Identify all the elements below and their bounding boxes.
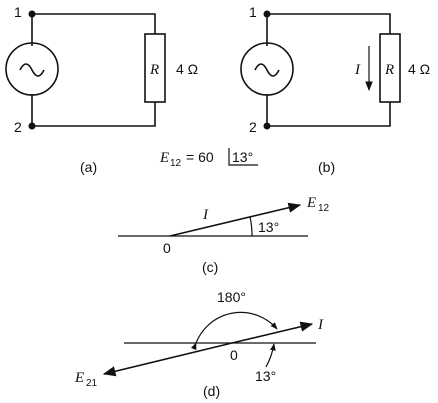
terminal-1-label-a: 1 (14, 4, 22, 20)
phasor-i-d (231, 321, 314, 344)
equation-angle: 13° (232, 149, 253, 165)
resistor-value-a: 4 Ω (176, 61, 198, 77)
phasor-diagram-c: 0 I E 12 13° (c) (118, 195, 330, 275)
terminal-2-a (28, 122, 36, 130)
equation-subscript: 12 (170, 158, 182, 169)
terminal-1-label-b: 1 (249, 4, 257, 20)
caption-a: (a) (80, 159, 97, 175)
resistor-b (379, 33, 401, 103)
angle-label-180-d: 180° (217, 289, 246, 305)
terminal-2-label-a: 2 (14, 119, 22, 135)
phasor-subscript-d: 21 (86, 378, 98, 389)
caption-c: (c) (202, 259, 218, 275)
origin-label-d: 0 (230, 347, 238, 363)
angle-label-13-d: 13° (255, 368, 276, 384)
origin-label-c: 0 (163, 240, 171, 256)
resistor-a (144, 33, 166, 103)
phasor-diagram-d: 180° 0 I E 21 13° (d) (74, 289, 324, 399)
angle-label-c: 13° (258, 219, 279, 235)
angle-arc-c (249, 216, 253, 237)
source-equation: E 12 = 60 13° (159, 148, 258, 169)
phasor-e12-c (169, 202, 302, 237)
terminal-1-a (28, 10, 36, 18)
current-label-d: I (317, 317, 324, 333)
angle-pointer-13-d (265, 343, 276, 368)
terminal-2-label-b: 2 (249, 119, 257, 135)
angle-bracket (228, 148, 258, 166)
ac-source-a (5, 42, 59, 96)
caption-b: (b) (318, 159, 335, 175)
resistor-value-b: 4 Ω (408, 61, 430, 77)
phasor-e21-d (102, 342, 233, 377)
ac-source-b (240, 42, 294, 96)
phasor-symbol-c: E (306, 195, 316, 211)
equation-symbol: E (159, 150, 169, 166)
resistor-symbol-a: R (149, 62, 159, 78)
current-label-b: I (354, 62, 361, 78)
terminal-1-b (263, 10, 271, 18)
resistor-symbol-b: R (384, 62, 394, 78)
current-label-c: I (202, 207, 209, 223)
circuit-a: 1 2 R 4 Ω (a) (5, 4, 198, 175)
equation-magnitude: = 60 (186, 149, 214, 165)
angle-arc-180-d (190, 311, 278, 351)
caption-d: (d) (203, 383, 220, 399)
circuit-b: 1 2 I R 4 Ω (b) (240, 4, 430, 175)
terminal-2-b (263, 122, 271, 130)
phasor-symbol-d: E (74, 370, 84, 386)
phasor-subscript-c: 12 (318, 203, 330, 214)
